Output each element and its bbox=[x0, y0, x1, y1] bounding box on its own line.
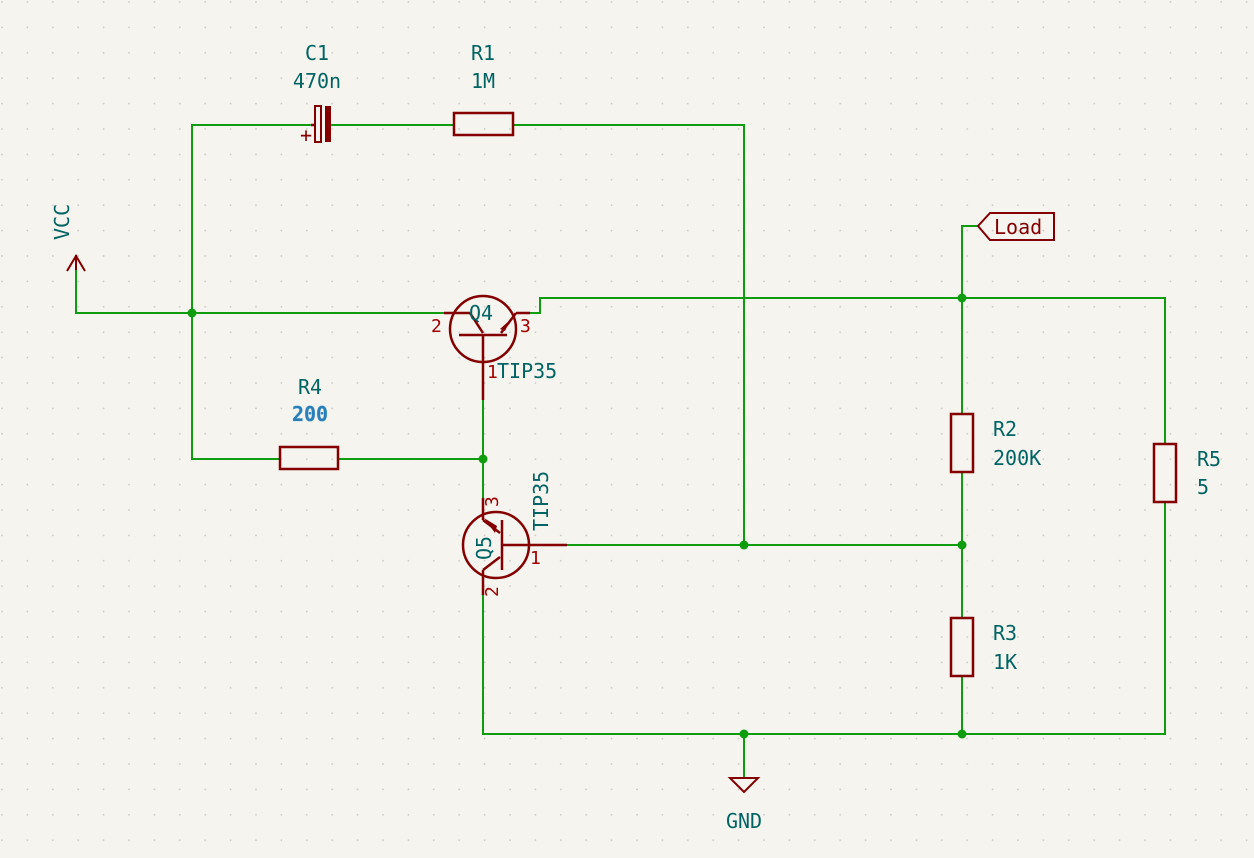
r5-reference: R5 bbox=[1197, 447, 1221, 471]
wire-vcc[interactable] bbox=[75, 269, 445, 314]
emitter-arrow-icon bbox=[484, 518, 497, 533]
capacitor-c1[interactable]: + C1 470n bbox=[293, 41, 341, 147]
r2-value: 200K bbox=[993, 446, 1041, 470]
q4-value: TIP35 bbox=[497, 359, 557, 383]
q4-pin-collector: 1 bbox=[487, 362, 498, 383]
junction-dot bbox=[957, 293, 967, 303]
resistor-r5[interactable]: R5 5 bbox=[1152, 442, 1221, 504]
wire-r1-right[interactable] bbox=[512, 124, 745, 546]
emitter-arrow-icon bbox=[500, 320, 510, 331]
label-flag-icon bbox=[976, 212, 1055, 241]
junction-dot bbox=[187, 308, 197, 318]
c1-value: 470n bbox=[293, 69, 341, 93]
power-gnd[interactable]: GND bbox=[726, 777, 762, 833]
capacitor-plate-positive bbox=[314, 105, 322, 143]
resistor-body bbox=[278, 445, 340, 471]
vcc-label: VCC bbox=[50, 204, 74, 240]
resistor-body bbox=[452, 111, 515, 137]
transistor-q4[interactable]: 2 3 1 Q4 TIP35 bbox=[431, 294, 557, 400]
net-label-load[interactable]: Load bbox=[976, 212, 1055, 241]
resistor-r1[interactable]: R1 1M bbox=[452, 41, 515, 137]
gnd-label: GND bbox=[726, 809, 762, 833]
r5-value: 5 bbox=[1197, 475, 1209, 499]
junction-dot bbox=[957, 540, 967, 550]
wire-load[interactable] bbox=[961, 225, 979, 299]
q5-pin-base: 1 bbox=[530, 548, 541, 569]
vcc-arrow-icon bbox=[66, 254, 86, 272]
c1-reference: C1 bbox=[305, 41, 329, 65]
wire-c1-left[interactable] bbox=[191, 124, 312, 314]
junction-dot bbox=[478, 454, 488, 464]
wires bbox=[75, 124, 1166, 779]
resistor-body bbox=[949, 412, 975, 474]
r4-reference: R4 bbox=[298, 375, 322, 399]
resistor-body bbox=[1152, 442, 1178, 504]
transistor-q5[interactable]: 3 2 1 Q5 TIP35 bbox=[461, 471, 567, 597]
wire-r4-left[interactable] bbox=[191, 312, 281, 460]
q4-reference: Q4 bbox=[469, 301, 493, 325]
q5-pin-collector: 2 bbox=[482, 586, 503, 597]
ground-icon bbox=[727, 777, 761, 794]
resistor-r2[interactable]: R2 200K bbox=[949, 412, 1041, 474]
q4-pin-base: 2 bbox=[431, 316, 442, 337]
r4-value: 200 bbox=[292, 402, 328, 426]
power-vcc[interactable]: VCC bbox=[50, 204, 86, 272]
r2-reference: R2 bbox=[993, 417, 1017, 441]
resistor-r3[interactable]: R3 1K bbox=[949, 616, 1017, 678]
junction-dot bbox=[739, 540, 749, 550]
load-label-text: Load bbox=[994, 215, 1042, 239]
capacitor-plate-negative bbox=[325, 106, 331, 142]
wire-gnd-bus[interactable] bbox=[482, 501, 1166, 735]
q4-pin-emitter: 3 bbox=[520, 316, 531, 337]
resistor-r4[interactable]: R4 200 bbox=[278, 375, 340, 471]
q5-value: TIP35 bbox=[529, 471, 553, 531]
junction-dot bbox=[957, 729, 967, 739]
r3-value: 1K bbox=[993, 650, 1017, 674]
junction-dot bbox=[739, 729, 749, 739]
resistor-body bbox=[949, 616, 975, 678]
capacitor-polarity-mark: + bbox=[300, 123, 312, 147]
q5-pin-emitter: 3 bbox=[482, 496, 503, 507]
wire-q4-emitter[interactable] bbox=[529, 297, 1166, 445]
q5-reference: Q5 bbox=[472, 536, 496, 560]
r1-reference: R1 bbox=[471, 41, 495, 65]
junctions bbox=[187, 293, 967, 739]
r3-reference: R3 bbox=[993, 621, 1017, 645]
r1-value: 1M bbox=[471, 69, 495, 93]
